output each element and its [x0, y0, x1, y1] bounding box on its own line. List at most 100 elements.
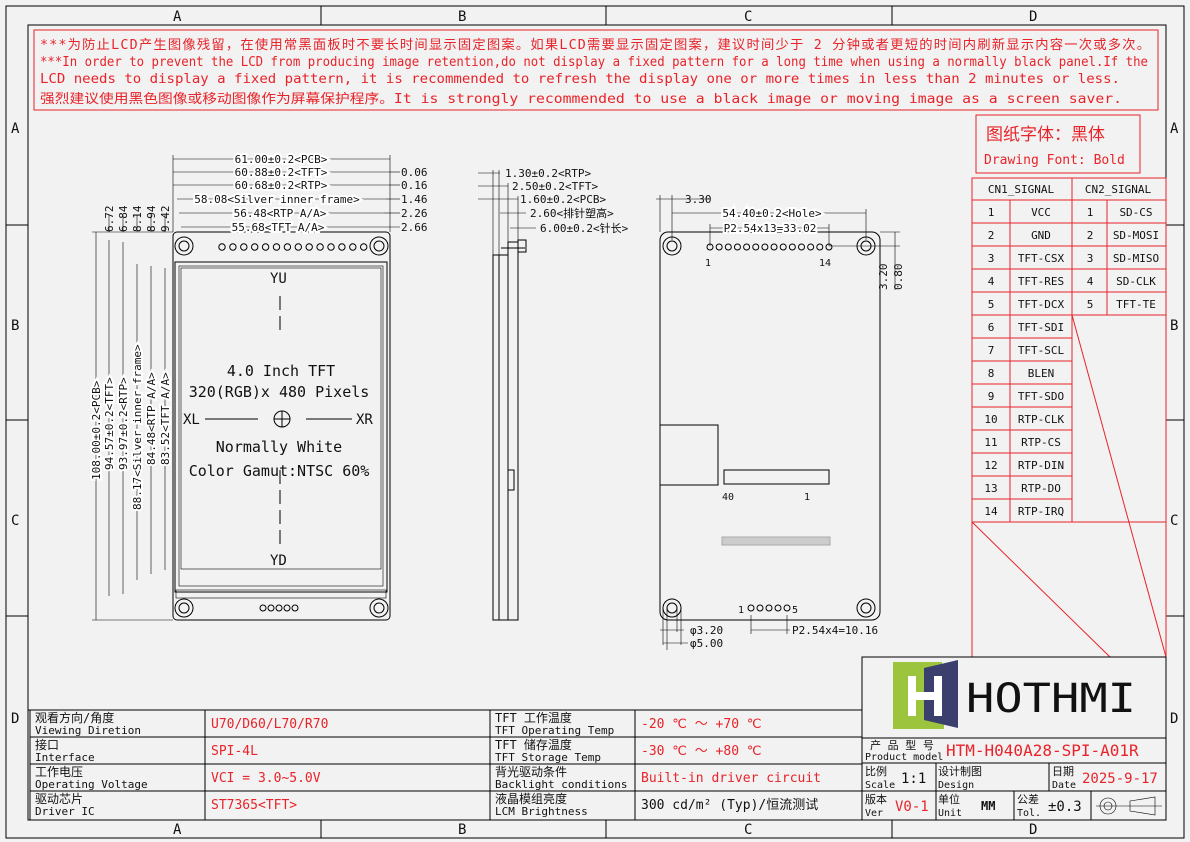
cn1-pin-signal: RTP-CS: [1021, 436, 1061, 449]
hothmi-logo-icon: [893, 660, 958, 729]
dim-right-1: 0.16: [401, 179, 428, 192]
model-label-cn: 产 品 型 号: [870, 738, 934, 752]
col-label-a: A: [173, 9, 182, 25]
spec-value: -20 ℃ ～ +70 ℃: [641, 717, 761, 732]
tol-value: ±0.3: [1048, 799, 1082, 815]
date-label-cn: 日期: [1052, 765, 1074, 778]
cn1-pin-signal: TFT-SDI: [1018, 321, 1064, 334]
cn2-pin-number: 5: [1087, 298, 1094, 311]
back-sd-pin: [783, 604, 791, 612]
back-header-pin: [779, 243, 787, 251]
display-size: 4.0 Inch TFT: [227, 362, 335, 380]
front-sd-pin: [259, 604, 267, 612]
dim-silver-frame-width: 58.08<Silver inner frame>: [194, 193, 360, 206]
notice-line-1: ***为防止LCD产生图像残留，在使用常黑面板时不要长时间显示固定图案。如果LC…: [40, 36, 1150, 53]
side-view: 1.30±0.2<RTP> 2.50±0.2<TFT> 1.60±0.2<PCB…: [478, 167, 629, 621]
dim-tft-aa-height: 83.52<TFT A/A>: [159, 372, 172, 465]
back-header-pin: [816, 243, 824, 251]
scale-label-cn: 比例: [865, 764, 887, 778]
back-header-pin: [743, 243, 751, 251]
col-label-b-bottom: B: [458, 822, 466, 838]
front-header-pin: [240, 243, 248, 251]
spec-label-en: Backlight conditions: [495, 778, 627, 791]
spec-value: -30 ℃ ～ +80 ℃: [641, 744, 761, 759]
row-label-c: C: [11, 513, 19, 529]
front-header-pin: [272, 243, 281, 251]
dim-hole-small: φ3.20: [690, 624, 723, 637]
front-header-pin: [349, 243, 357, 251]
spec-label-en: Operating Voltage: [35, 778, 148, 791]
col-label-d-bottom: D: [1029, 822, 1037, 838]
back-header-pin: [733, 243, 741, 251]
dim-pin-length: 6.00±0.2<针长>: [540, 221, 629, 235]
cn1-pin-signal: RTP-IRQ: [1018, 505, 1064, 518]
spec-value: U70/D60/L70/R70: [211, 717, 328, 732]
xr-label: XR: [356, 412, 373, 428]
back-sd-pin: [774, 604, 782, 612]
front-header-pin: [327, 243, 335, 251]
notice-line-2: ***In order to prevent the LCD from prod…: [40, 55, 1148, 70]
cn1-pin-signal: RTP-DO: [1021, 482, 1061, 495]
front-sd-pin: [291, 604, 299, 612]
spec-label-cn: TFT 工作温度: [495, 710, 572, 725]
header-pin-1: 1: [705, 258, 711, 269]
col-label-c: C: [744, 9, 752, 25]
back-view: 3.30 54.40±0.2<Hole> P2.54x13=33.02 3.20…: [656, 193, 905, 650]
spec-label-cn: 液晶模组亮度: [495, 791, 567, 806]
cn1-pin-number: 6: [988, 321, 995, 334]
cn1-pin-signal: BLEN: [1028, 367, 1055, 380]
unit-label-en: Unit: [938, 808, 962, 819]
spec-label-en: Viewing Diretion: [35, 724, 141, 737]
back-header-pin: [798, 243, 805, 251]
dim-rtp-aa-width: 56.48<RTP A/A>: [234, 207, 327, 220]
dim-right-3: 2.26: [401, 207, 428, 220]
row-label-a-right: A: [1170, 121, 1179, 137]
row-label-d-right: D: [1170, 711, 1178, 727]
date-label-en: Date: [1052, 780, 1076, 791]
grid-labels: A B C D A B C D A B C D A B C D: [11, 9, 1179, 838]
row-label-c-right: C: [1170, 513, 1178, 529]
ver-label-en: Ver: [865, 808, 883, 819]
cn1-pin-number: 2: [988, 229, 995, 242]
cn2-pin-number: 3: [1087, 252, 1094, 265]
spec-label-cn: 驱动芯片: [35, 792, 83, 806]
spec-label-cn: 工作电压: [35, 765, 83, 779]
spec-label-cn: 背光驱动条件: [495, 765, 567, 779]
dim-hole-large: φ5.00: [690, 637, 723, 650]
title-block: HOTHMI 产 品 型 号 Product model HTM-H040A28…: [861, 656, 1167, 821]
grid-dividers: [6, 6, 1184, 838]
front-header-pin: [283, 243, 292, 251]
cn1-pin-signal: GND: [1031, 229, 1051, 242]
spec-label-en: LCM Brightness: [495, 805, 588, 818]
row-label-a: A: [11, 121, 20, 137]
cn1-pin-number: 8: [988, 367, 995, 380]
cn1-pin-number: 7: [988, 344, 995, 357]
xl-label: XL: [183, 412, 200, 428]
display-mode: Normally White: [216, 438, 342, 456]
dim-pcb-width: 61.00±0.2<PCB>: [235, 153, 328, 166]
cn1-pin-signal: RTP-DIN: [1018, 459, 1064, 472]
spec-label-cn: 观看方向/角度: [35, 710, 114, 725]
spec-label-en: Driver IC: [35, 805, 95, 818]
front-header-pin: [294, 243, 302, 251]
col-label-a-bottom: A: [173, 822, 182, 838]
cn1-pin-number: 1: [988, 206, 995, 219]
col-label-c-bottom: C: [744, 822, 752, 838]
cn2-pin-number: 1: [1087, 206, 1094, 219]
fpc-pin-1: 1: [804, 492, 810, 503]
cn2-pin-signal: SD-MISO: [1113, 252, 1159, 265]
date-value: 2025-9-17: [1082, 771, 1158, 787]
front-sd-pin: [267, 604, 275, 612]
dim-right-4: 2.66: [401, 221, 428, 234]
dim-left-top-3: 8.94: [145, 205, 158, 232]
display-gamut: Color Gamut:NTSC 60%: [189, 462, 370, 480]
row-label-b-right: B: [1170, 318, 1178, 334]
back-header-pin: [770, 243, 778, 251]
dim-hole-offset: 3.30: [685, 193, 712, 206]
back-header-pin: [724, 243, 732, 251]
cn1-pin-number: 3: [988, 252, 995, 265]
dim-pcb-height: 108.00±0.2<PCB>: [90, 380, 103, 480]
